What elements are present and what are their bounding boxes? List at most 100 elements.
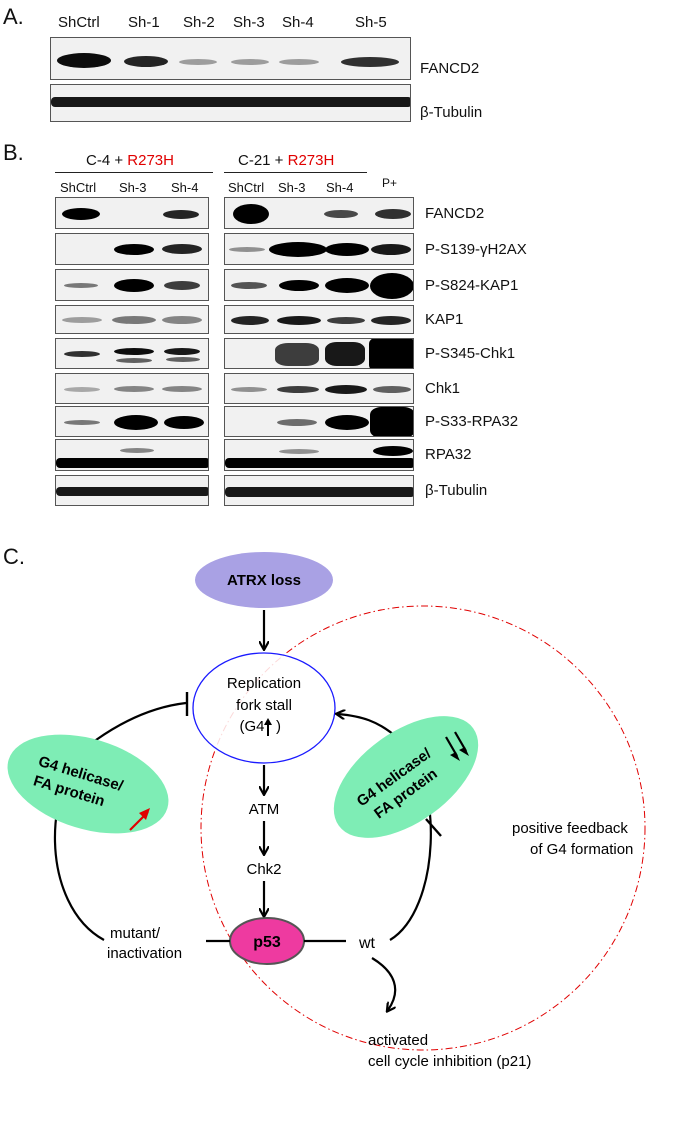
band (116, 358, 152, 363)
blot-b1-fancd2 (55, 197, 209, 229)
band (162, 386, 202, 392)
band (233, 204, 269, 224)
blot-b2-tubulin (224, 475, 414, 506)
right-helicase-group: G4 helicase/ FA protein (333, 716, 479, 838)
band (373, 386, 411, 393)
band (51, 97, 410, 107)
wt-label: wt (358, 935, 376, 952)
row-label-b-chk1: Chk1 (425, 380, 461, 397)
up-arrow-head-icon (264, 718, 272, 725)
band (325, 278, 369, 293)
lane-label-sh2: Sh-2 (183, 14, 215, 31)
panel-c-label: C. (3, 544, 25, 569)
atrx-loss-node (195, 552, 333, 608)
band (325, 415, 369, 430)
panel-b-label: B. (3, 140, 24, 165)
band (325, 385, 367, 394)
right-inhibition-bar (425, 818, 442, 837)
band (279, 280, 319, 291)
replication-fork-node (192, 652, 336, 764)
band (231, 59, 269, 65)
band (166, 357, 200, 362)
group2-header: C-21 + R273H (238, 152, 334, 169)
blot-a-tubulin (50, 84, 411, 122)
blot-b2-fancd2 (224, 197, 414, 229)
band (164, 416, 204, 429)
lane-b2-shctrl: ShCtrl (228, 180, 265, 195)
band (64, 283, 98, 288)
blot-b2-gh2ax (224, 233, 414, 265)
atrx-loss-label: ATRX loss (227, 572, 301, 589)
row-label-b-kap1: KAP1 (425, 311, 464, 328)
band (64, 387, 100, 392)
blot-b1-gh2ax (55, 233, 209, 265)
lane-label-shctrl: ShCtrl (58, 14, 100, 31)
blot-b1-kap1 (55, 305, 209, 334)
lane-b2-sh3: Sh-3 (278, 180, 306, 195)
band (112, 316, 156, 324)
feedback-line2: of G4 formation (530, 841, 633, 858)
lane-label-sh4: Sh-4 (282, 14, 314, 31)
group1-mutation: R273H (127, 152, 174, 169)
group2-underline (224, 172, 367, 173)
left-helicase-node (7, 734, 169, 834)
blot-b2-pkap1 (224, 269, 414, 301)
group1-underline (55, 172, 213, 173)
band (277, 419, 317, 426)
blot-b1-pchk1 (55, 338, 209, 369)
lane-b1-sh3: Sh-3 (119, 180, 147, 195)
band (163, 210, 199, 219)
band (164, 281, 200, 290)
band (369, 339, 413, 368)
lane-b1-sh4: Sh-4 (171, 180, 199, 195)
atm-label: ATM (249, 801, 280, 818)
band (370, 407, 413, 436)
blot-a-fancd2 (50, 37, 411, 80)
band (114, 415, 158, 430)
band (62, 208, 100, 220)
blot-b1-pkap1 (55, 269, 209, 301)
band (269, 242, 327, 257)
replication-line1: Replication (227, 675, 301, 692)
band (275, 343, 319, 366)
band (179, 59, 217, 65)
row-label-b-pchk1: P-S345-Chk1 (425, 345, 516, 362)
replication-close-paren: ) (276, 718, 281, 735)
group1-header: C-4 + R273H (86, 152, 174, 169)
lane-b2-sh4: Sh-4 (326, 180, 354, 195)
band (64, 420, 100, 425)
row-label-b-prpa32: P-S33-RPA32 (425, 413, 519, 430)
band (370, 273, 413, 299)
row-label-b-fancd2: FANCD2 (425, 205, 485, 222)
activated-label-line1: activated (368, 1032, 428, 1049)
mutant-label-line2: inactivation (107, 945, 182, 962)
row-label-b-tubulin: β-Tubulin (425, 482, 488, 499)
blot-b2-rpa32 (224, 439, 414, 471)
blot-b1-rpa32 (55, 439, 209, 471)
band (325, 243, 369, 256)
row-label-a-tubulin: β-Tubulin (420, 104, 483, 121)
red-up-arrow-head-icon (139, 808, 150, 820)
band (229, 247, 265, 252)
blot-b1-prpa32 (55, 406, 209, 437)
blot-b2-chk1 (224, 373, 414, 404)
band (114, 348, 154, 355)
band (225, 487, 413, 497)
band (120, 448, 154, 453)
band (162, 244, 202, 254)
lane-label-sh5: Sh-5 (355, 14, 387, 31)
feedback-line1: positive feedback (512, 820, 628, 837)
lane-label-sh1: Sh-1 (128, 14, 160, 31)
row-label-b-pkap1: P-S824-KAP1 (425, 277, 519, 294)
band (56, 487, 208, 496)
band (279, 449, 319, 454)
band (277, 316, 321, 325)
blot-b1-tubulin (55, 475, 209, 506)
down-arrow-head-icon-2 (459, 747, 469, 756)
band (162, 316, 202, 324)
row-label-b-gh2ax: P-S139-γH2AX (425, 241, 527, 258)
band (324, 210, 358, 218)
band (62, 317, 102, 323)
band (231, 387, 267, 392)
band (64, 351, 100, 357)
